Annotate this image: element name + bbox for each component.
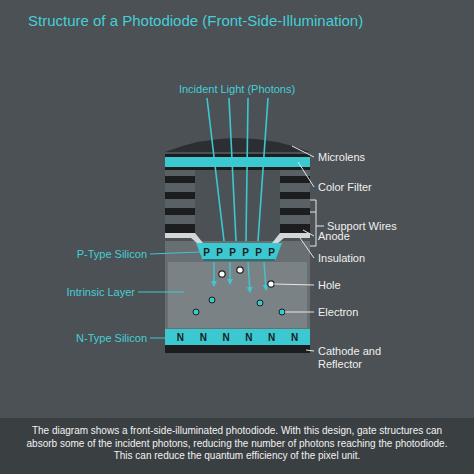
n-type-band: NNNNNN [165,329,310,345]
p-type-band: PPPPPP [196,243,282,261]
doping-letter: P [268,247,275,258]
title: Structure of a Photodiode (Front-Side-Il… [28,12,363,29]
doping-letter: N [268,332,275,343]
part-label: Color Filter [318,181,372,194]
doping-letter: P [216,247,223,258]
doping-letter: P [203,247,210,258]
doping-letter: N [222,332,229,343]
part-label: Microlens [318,151,365,164]
doping-letter: P [229,247,236,258]
layer-label: Intrinsic Layer [67,286,135,299]
doping-letter: P [242,247,249,258]
caption: The diagram shows a front-side-illuminat… [16,425,458,463]
part-label: Anode [318,230,350,243]
light-label: Incident Light (Photons) [179,83,295,96]
part-label: Insulation [318,252,365,265]
part-label: Electron [318,306,358,319]
layer-label: P-Type Silicon [77,248,147,261]
doping-letter: N [245,332,252,343]
doping-letter: N [177,332,184,343]
doping-letter: N [291,332,298,343]
doping-letter: N [200,332,207,343]
part-label: Hole [318,279,341,292]
doping-letter: P [255,247,262,258]
layer-label: N-Type Silicon [76,332,147,345]
part-label: Cathode and Reflector [318,345,428,370]
